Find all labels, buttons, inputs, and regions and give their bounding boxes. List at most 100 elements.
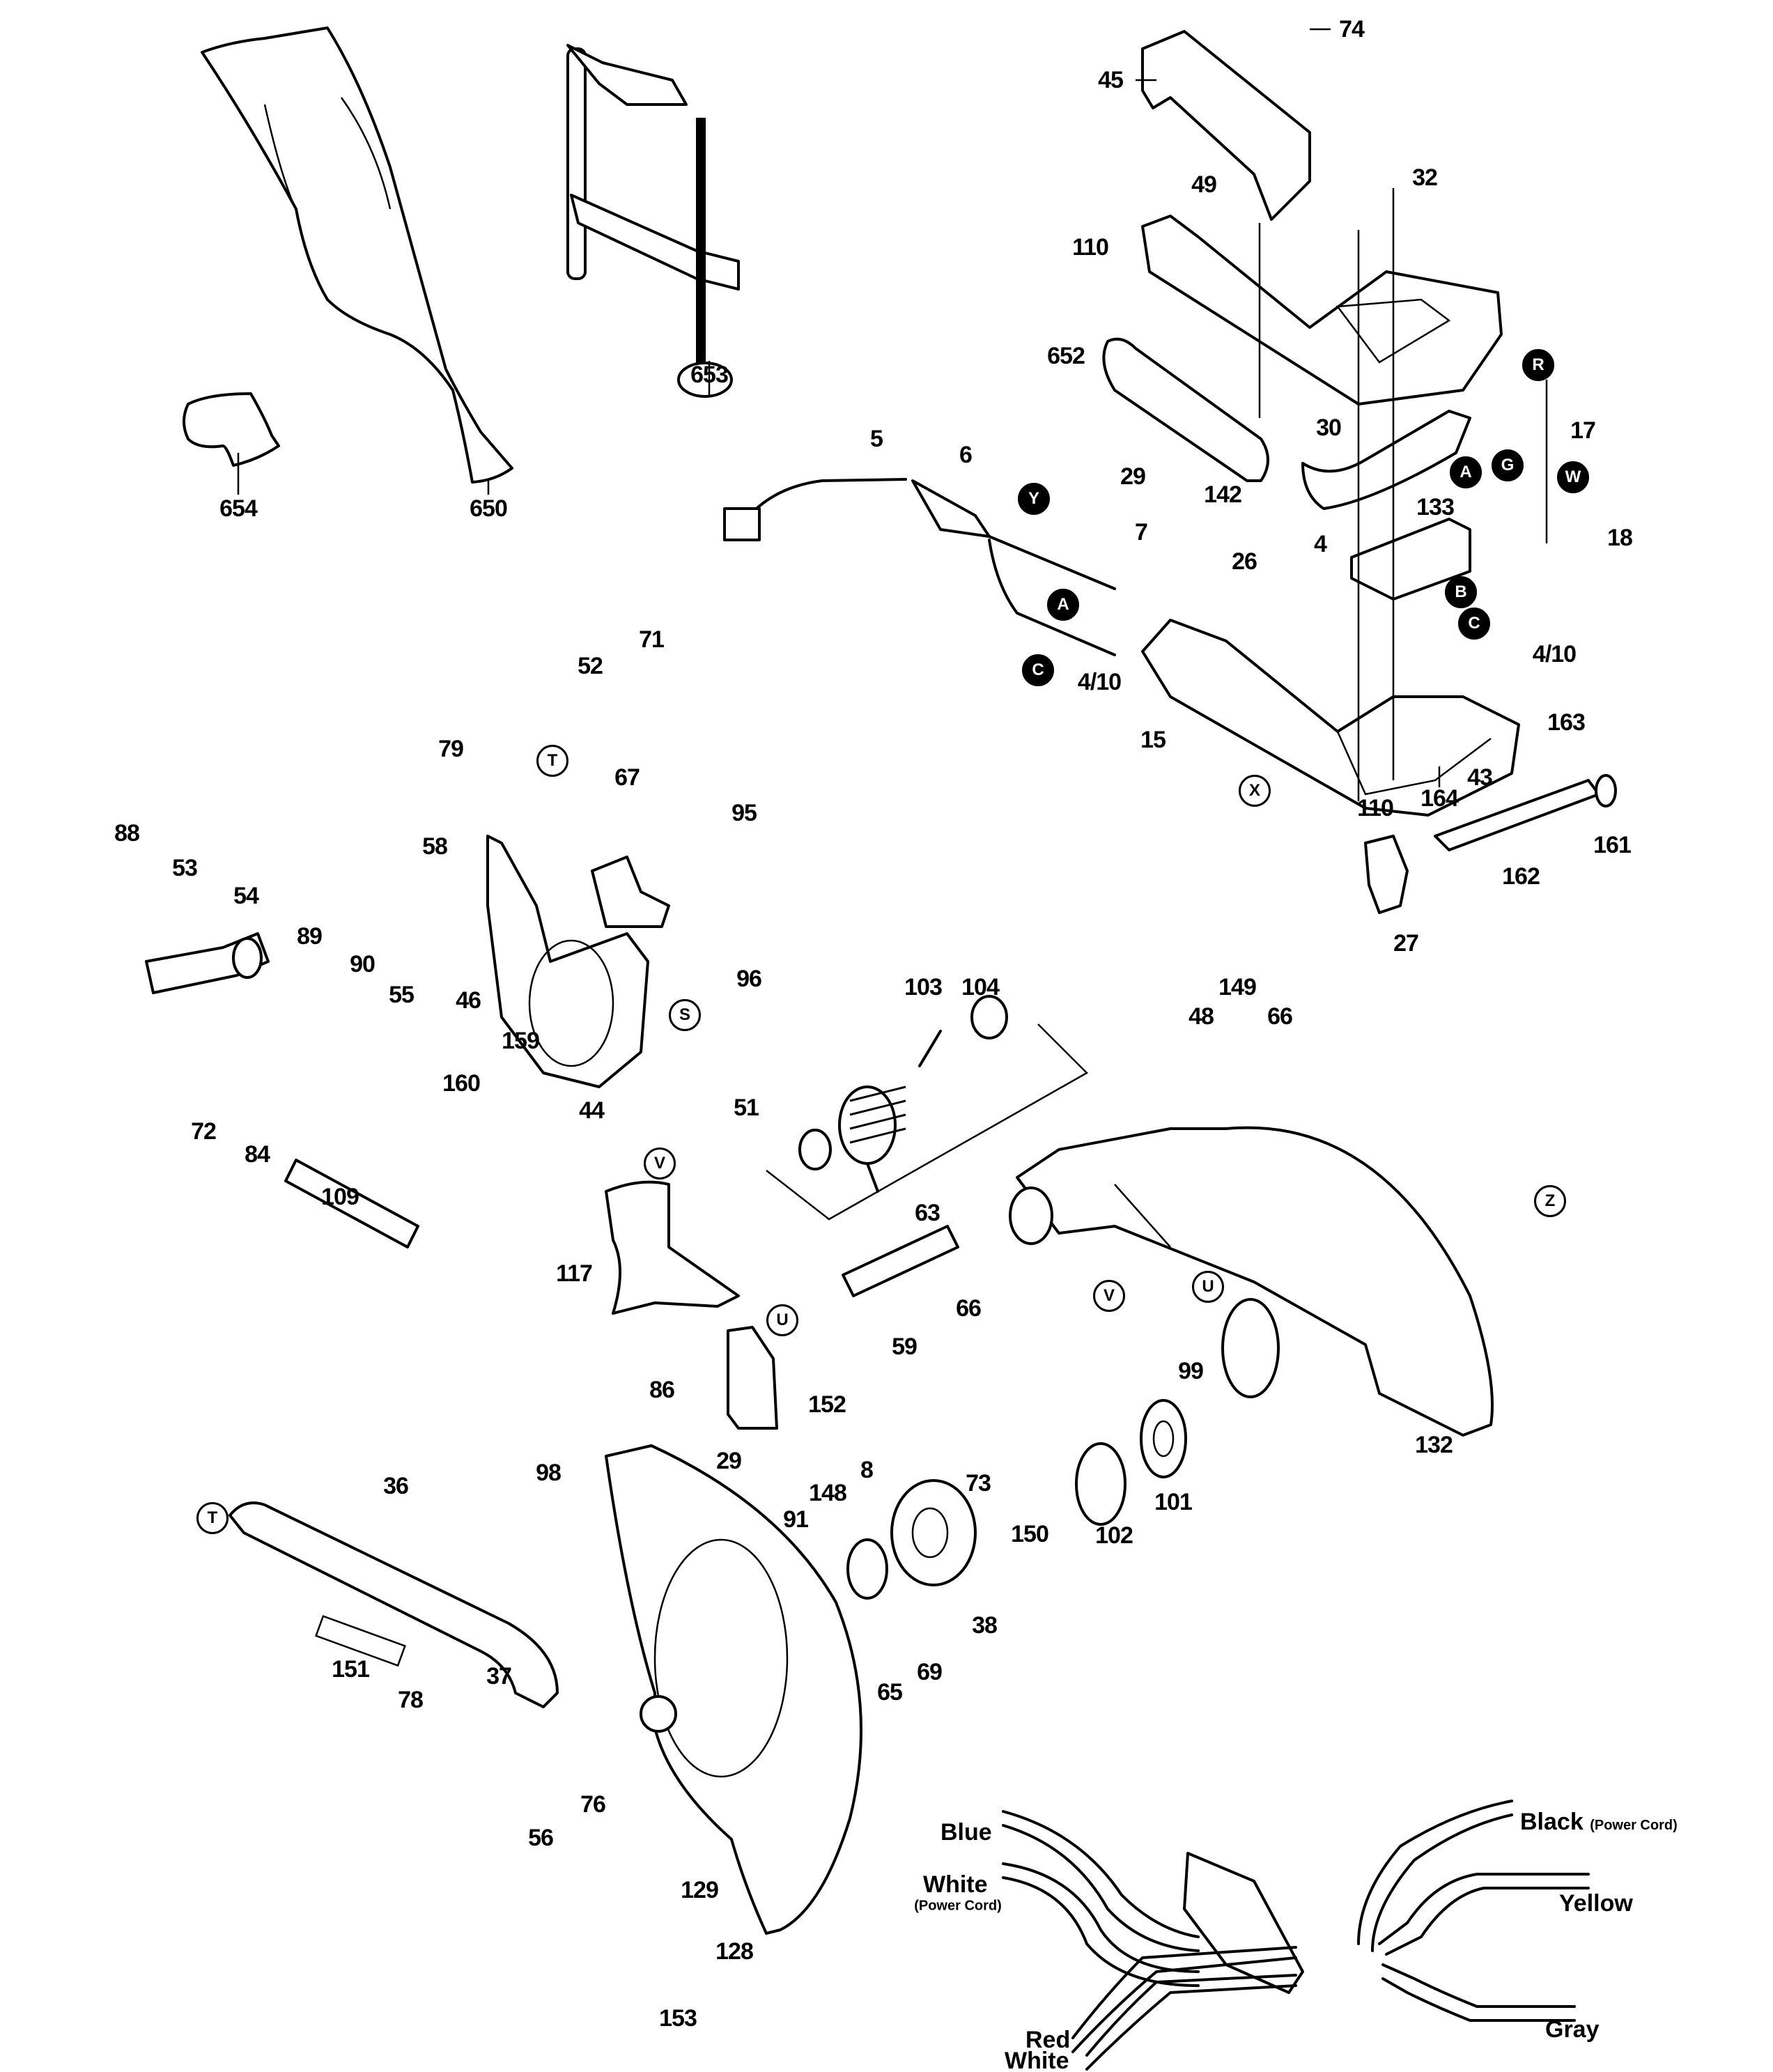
part-label-74: 74 (1339, 16, 1365, 42)
clamp-drawing (566, 44, 740, 398)
part-label-99: 99 (1178, 1358, 1204, 1384)
part-label-4-10-left: 4/10 (1077, 669, 1122, 695)
part-label-55: 55 (389, 982, 415, 1008)
ref-marker-a-cord: A (1047, 589, 1079, 621)
part-label-52: 52 (578, 653, 603, 679)
pivot-arm-drawing (486, 835, 670, 1088)
part-label-88: 88 (114, 820, 140, 846)
ref-marker-w: W (1557, 461, 1589, 493)
part-label-110-bottom: 110 (1357, 795, 1394, 821)
part-label-56: 56 (528, 1825, 554, 1851)
part-label-163: 163 (1547, 709, 1586, 736)
leader-lines (237, 28, 1548, 801)
part-label-46: 46 (456, 987, 481, 1014)
ref-marker-c-switch: C (1458, 608, 1490, 640)
part-label-7: 7 (1135, 519, 1148, 546)
part-label-30: 30 (1316, 415, 1342, 441)
wire-label-white-power: White (923, 1871, 988, 1898)
part-label-133: 133 (1416, 494, 1455, 520)
part-label-84: 84 (245, 1141, 270, 1168)
part-label-8: 8 (860, 1457, 874, 1483)
part-label-67: 67 (614, 764, 640, 791)
part-label-38: 38 (972, 1612, 998, 1639)
handle-drawing (1141, 30, 1311, 221)
part-label-96: 96 (736, 966, 762, 992)
part-label-164: 164 (1420, 785, 1459, 812)
ref-marker-v-chute: V (644, 1147, 676, 1180)
dust-chute-drawing (605, 1180, 740, 1315)
part-label-72: 72 (191, 1118, 217, 1145)
wire-label-black-text: Black (1520, 1809, 1584, 1835)
part-label-63: 63 (915, 1200, 940, 1226)
part-label-91: 91 (783, 1506, 809, 1533)
part-label-98: 98 (536, 1460, 562, 1486)
part-label-102: 102 (1095, 1522, 1133, 1549)
part-label-109: 109 (321, 1184, 359, 1210)
ref-marker-v-guard: V (1093, 1280, 1125, 1312)
part-label-104: 104 (961, 974, 1000, 1000)
part-label-652: 652 (1047, 343, 1085, 369)
torsion-spring-drawing (766, 995, 1089, 1221)
part-label-101: 101 (1154, 1489, 1193, 1515)
ref-marker-z: Z (1534, 1185, 1566, 1217)
part-label-78: 78 (398, 1687, 424, 1713)
part-label-95: 95 (731, 800, 757, 826)
part-label-4: 4 (1314, 531, 1327, 557)
part-label-650: 650 (470, 495, 508, 522)
wire-label-white: White (1005, 2048, 1069, 2072)
ref-marker-c-cord: C (1022, 654, 1054, 686)
part-label-128: 128 (715, 1938, 754, 1965)
lower-blade-guard-drawing (605, 1444, 862, 1935)
part-label-153: 153 (659, 2005, 697, 2032)
part-label-15: 15 (1140, 727, 1166, 753)
wire-label-gray: Gray (1545, 2016, 1600, 2043)
part-label-5: 5 (870, 426, 883, 452)
part-label-161: 161 (1593, 832, 1632, 858)
switch-drawing (1350, 518, 1471, 601)
wire-label-blue: Blue (940, 1819, 992, 1846)
trigger-guard-drawing (1301, 410, 1471, 510)
ref-marker-t-upper: T (536, 745, 568, 777)
part-label-54: 54 (233, 883, 259, 909)
part-label-152: 152 (808, 1391, 846, 1418)
ref-marker-b: B (1445, 576, 1477, 608)
part-label-65: 65 (877, 1679, 903, 1706)
part-label-654: 654 (219, 495, 258, 522)
lock-bracket-drawing (1364, 774, 1617, 914)
wire-label-black-note: (Power Cord) (1590, 1818, 1678, 1833)
part-label-26: 26 (1232, 548, 1257, 575)
wire-label-yellow: Yellow (1559, 1890, 1633, 1917)
part-label-49: 49 (1191, 171, 1217, 198)
dust-elbow-drawing (183, 392, 280, 467)
ref-marker-a-switch: A (1450, 456, 1482, 488)
part-label-148: 148 (809, 1480, 847, 1506)
part-label-51: 51 (734, 1095, 759, 1121)
ref-marker-u-guard: U (1192, 1271, 1224, 1303)
part-label-29-top: 29 (1120, 463, 1146, 490)
lever-drawing (145, 932, 270, 994)
part-label-159: 159 (502, 1028, 540, 1054)
part-label-69: 69 (917, 1659, 943, 1685)
part-label-29-bottom: 29 (716, 1448, 742, 1474)
part-label-66-bottom: 66 (956, 1295, 982, 1322)
part-label-37: 37 (486, 1663, 512, 1690)
part-label-45: 45 (1098, 67, 1124, 93)
link-bar-drawing (1102, 337, 1269, 482)
wiring-diagram-drawing (1002, 1800, 1590, 2071)
power-cord-drawing (723, 478, 1116, 656)
part-label-53: 53 (172, 855, 198, 881)
part-label-160: 160 (442, 1070, 481, 1097)
part-label-79: 79 (438, 736, 464, 762)
part-label-86: 86 (649, 1377, 675, 1403)
bracket-drawing (727, 1326, 778, 1430)
part-label-27: 27 (1393, 930, 1419, 957)
ref-marker-y: Y (1018, 483, 1050, 515)
part-label-4-10-right: 4/10 (1532, 641, 1577, 667)
wire-label-black: Black (Power Cord) (1520, 1810, 1678, 1834)
ref-marker-s: S (669, 999, 701, 1031)
part-label-44: 44 (579, 1097, 605, 1124)
guard-link-arm-drawing (229, 1501, 559, 1708)
part-label-48: 48 (1189, 1003, 1214, 1030)
ref-marker-u-bracket: U (766, 1304, 798, 1336)
part-label-150: 150 (1011, 1521, 1049, 1547)
